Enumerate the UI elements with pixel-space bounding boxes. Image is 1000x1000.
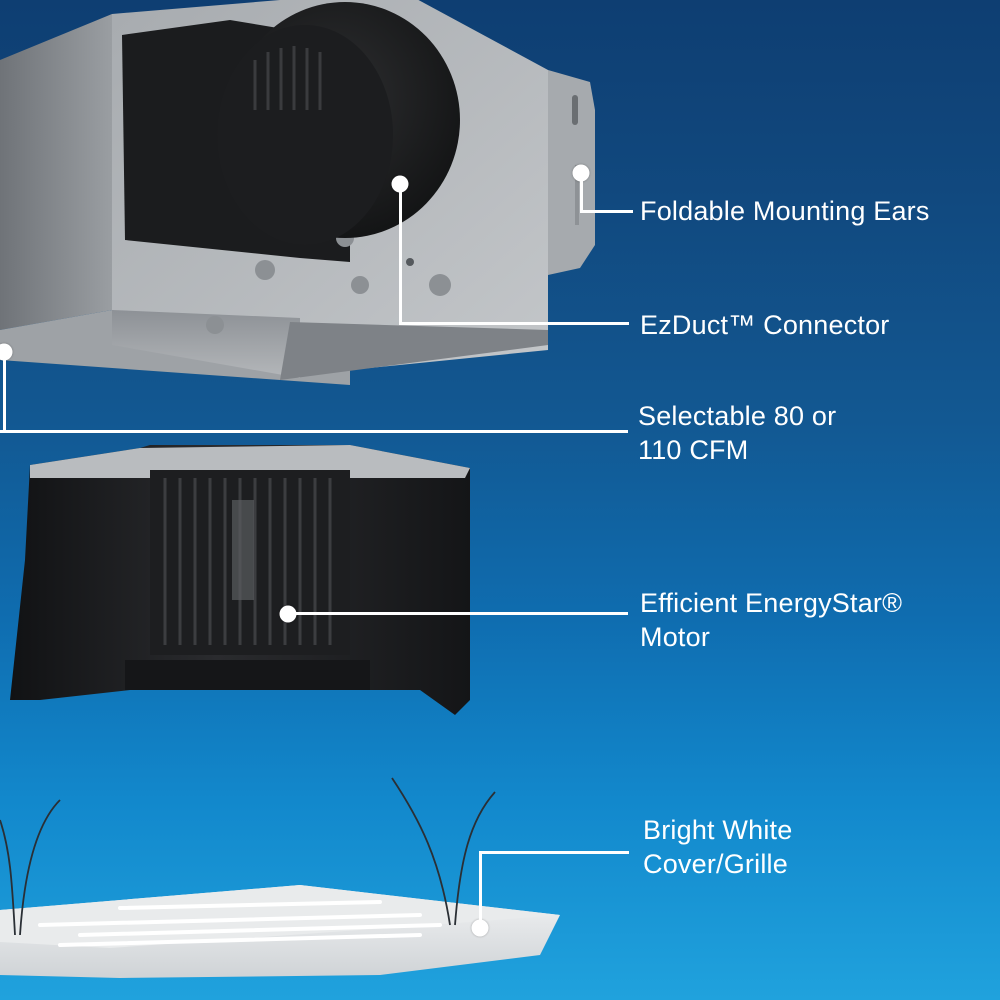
callout-line-ezduct-horizontal	[399, 322, 629, 325]
callout-text-line: Motor	[640, 622, 711, 652]
callout-text-line: EzDuct™ Connector	[640, 310, 890, 340]
callout-text-line: Efficient EnergyStar®	[640, 588, 903, 618]
grille-illustration	[0, 777, 560, 978]
callout-label-grille: Bright White Cover/Grille	[643, 813, 792, 881]
callout-line-motor	[288, 612, 628, 615]
callout-label-cfm: Selectable 80 or 110 CFM	[638, 399, 836, 467]
callout-label-ezduct: EzDuct™ Connector	[640, 308, 890, 342]
callout-line-mounting-ears-horizontal	[580, 210, 633, 213]
housing-illustration	[0, 0, 595, 385]
motor-illustration	[10, 445, 470, 715]
callout-line-ezduct-vertical	[399, 184, 402, 325]
callout-text-line: Cover/Grille	[643, 849, 788, 879]
callout-label-motor: Efficient EnergyStar® Motor	[640, 586, 902, 654]
callout-text-line: Selectable 80 or	[638, 401, 837, 431]
callout-text-line: Foldable Mounting Ears	[640, 196, 930, 226]
callout-line-cfm-vertical	[3, 352, 6, 432]
callout-line-mounting-ears-vertical	[580, 173, 583, 213]
callout-dot-grille	[471, 919, 489, 937]
callout-text-line: Bright White	[643, 815, 793, 845]
callout-text-line: 110 CFM	[638, 435, 749, 465]
callout-label-mounting-ears: Foldable Mounting Ears	[640, 194, 930, 228]
callout-line-grille-horizontal	[479, 851, 629, 854]
callout-line-grille-vertical	[479, 852, 482, 928]
callout-line-cfm-horizontal	[0, 430, 628, 433]
